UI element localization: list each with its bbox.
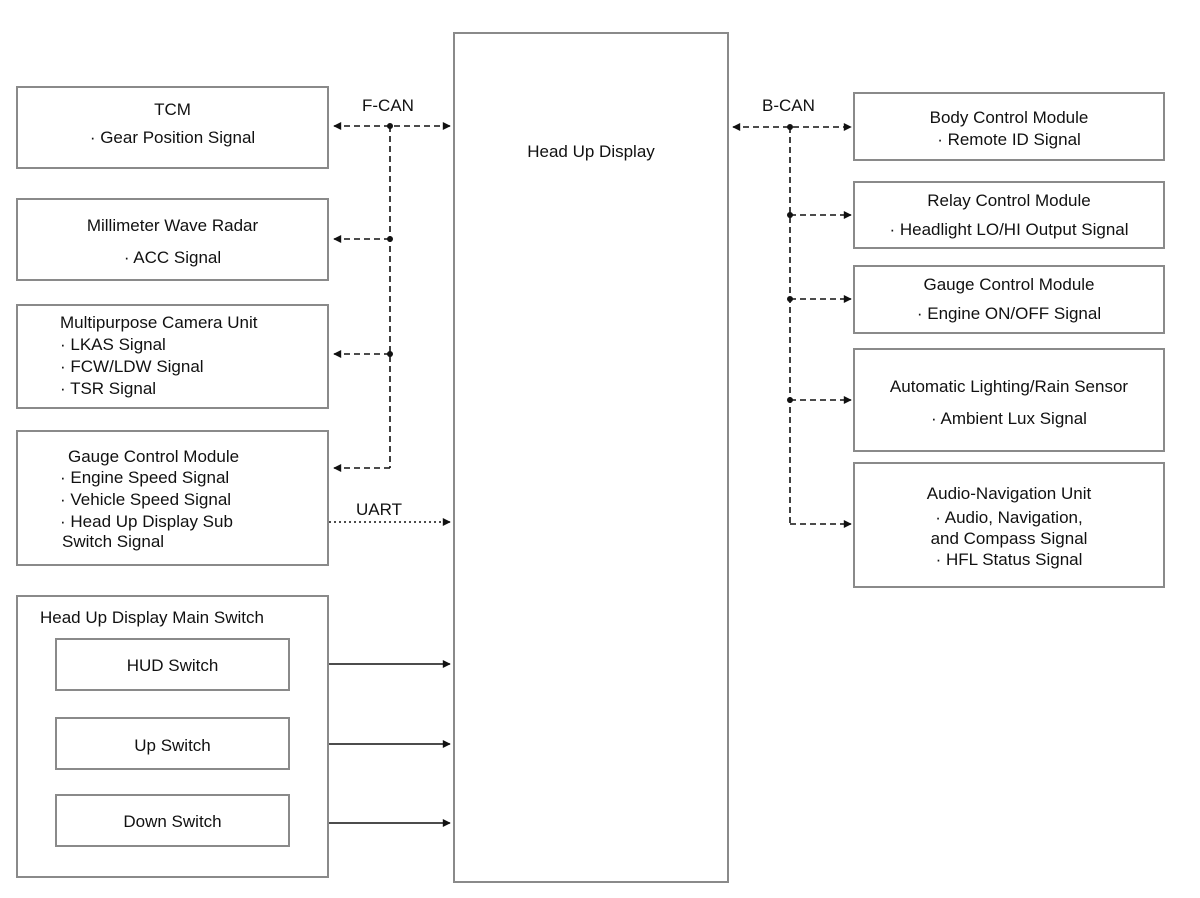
left-gauge-box [16, 430, 329, 566]
up-switch-label: Up Switch [134, 736, 211, 755]
radar-title: Millimeter Wave Radar [86, 216, 259, 235]
audio-navigation-signal: · HFL Status Signal [935, 550, 1083, 569]
radar-box [16, 198, 329, 281]
audio-navigation-signal: and Compass Signal [930, 529, 1088, 548]
head-up-display-title: Head Up Display [527, 142, 655, 161]
tcm-title: TCM [154, 100, 191, 119]
left-gauge-title: Gauge Control Module [68, 447, 240, 466]
tcm-signal: · Gear Position Signal [89, 128, 256, 147]
audio-navigation-box [853, 462, 1165, 588]
lighting-sensor-box [853, 348, 1165, 452]
camera-signal: · TSR Signal [60, 379, 157, 398]
camera-box [16, 304, 329, 409]
left-gauge-signal: Switch Signal [62, 532, 165, 551]
left-gauge-signal: · Engine Speed Signal [60, 468, 230, 487]
relay-control-signal: · Headlight LO/HI Output Signal [889, 220, 1129, 239]
head-up-display-box [453, 32, 729, 883]
junction-dot [387, 123, 393, 129]
f-can-label: F-CAN [362, 96, 414, 115]
camera-signal: · LKAS Signal [60, 335, 166, 354]
junction-dot [787, 124, 793, 130]
camera-signal: · FCW/LDW Signal [60, 357, 204, 376]
right-gauge-signal: · Engine ON/OFF Signal [916, 304, 1102, 323]
audio-navigation-signal: · Audio, Navigation, [935, 508, 1083, 527]
left-gauge-signal: · Head Up Display Sub [60, 512, 233, 531]
junction-dot [787, 212, 793, 218]
junction-dot [787, 296, 793, 302]
down-switch-box [55, 794, 290, 847]
down-switch-label: Down Switch [123, 812, 222, 831]
left-gauge-signal: · Vehicle Speed Signal [60, 490, 232, 509]
uart-label: UART [356, 500, 402, 519]
body-control-title: Body Control Module [929, 108, 1089, 127]
body-control-box [853, 92, 1165, 161]
b-can-label: B-CAN [762, 96, 815, 115]
audio-navigation-title: Audio-Navigation Unit [926, 484, 1092, 503]
lighting-sensor-title: Automatic Lighting/Rain Sensor [889, 377, 1129, 396]
body-control-signal: · Remote ID Signal [937, 130, 1081, 149]
main-switch-title: Head Up Display Main Switch [40, 608, 264, 627]
tcm-box [16, 86, 329, 169]
up-switch-box [55, 717, 290, 770]
right-gauge-box [853, 265, 1165, 334]
radar-signal: · ACC Signal [123, 248, 222, 267]
relay-control-box [853, 181, 1165, 249]
junction-dot [787, 397, 793, 403]
lighting-sensor-signal: · Ambient Lux Signal [931, 409, 1087, 428]
hud-switch-box [55, 638, 290, 691]
junction-dot [387, 351, 393, 357]
hud-switch-label: HUD Switch [126, 656, 219, 675]
relay-control-title: Relay Control Module [927, 191, 1091, 210]
camera-title: Multipurpose Camera Unit [60, 313, 258, 332]
right-gauge-title: Gauge Control Module [923, 275, 1095, 294]
junction-dot [387, 236, 393, 242]
